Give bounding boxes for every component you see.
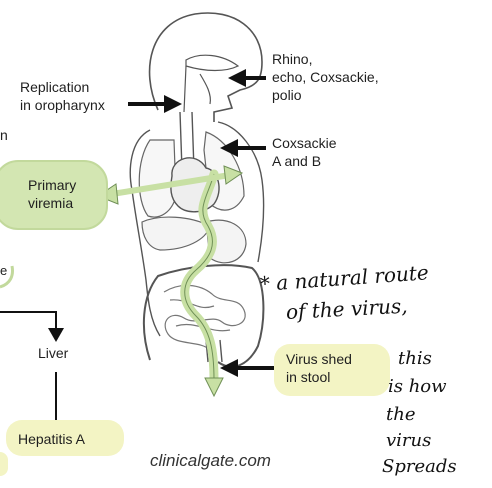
partial-label-e: e bbox=[0, 263, 8, 278]
stomach bbox=[205, 219, 247, 264]
stool-pointer-arrowhead bbox=[220, 359, 238, 377]
annotation-spreads: Spreads bbox=[382, 456, 457, 477]
head-outline bbox=[148, 12, 263, 122]
liver-label: Liver bbox=[38, 345, 69, 361]
stool-arrowhead bbox=[204, 377, 224, 398]
viremia-arrow-shaft bbox=[111, 171, 237, 197]
primary-viremia-label: Primary viremia bbox=[28, 177, 77, 211]
liver-flow-arrowhead bbox=[48, 328, 64, 342]
partial-curve-mark bbox=[0, 265, 14, 289]
liver-organ bbox=[141, 216, 211, 251]
watermark-text: clinicalgate.com bbox=[150, 451, 271, 470]
hepatitis-highlight bbox=[6, 420, 124, 456]
colon bbox=[142, 264, 265, 368]
viremia-arrow-right bbox=[223, 165, 244, 185]
liver-flow-line bbox=[0, 311, 57, 330]
hepatitis-label: Hepatitis A bbox=[18, 431, 85, 447]
virus-route-outline bbox=[184, 173, 215, 381]
nasal-cavity bbox=[185, 54, 240, 72]
annotation-is-how: is how bbox=[388, 376, 447, 397]
torso-outline bbox=[129, 121, 265, 337]
replication-arrowhead bbox=[164, 95, 182, 113]
rhino-label: Rhino, echo, Coxsackie, polio bbox=[272, 51, 379, 103]
coxsackie-arrowhead bbox=[220, 139, 238, 157]
annotation-the: the bbox=[386, 404, 416, 425]
replication-label: Replication in oropharynx bbox=[20, 79, 105, 113]
primary-viremia-pill bbox=[0, 160, 108, 230]
virus-shed-label: Virus shed in stool bbox=[286, 351, 352, 385]
virus-shed-highlight bbox=[274, 344, 390, 396]
rhino-arrowhead bbox=[228, 69, 246, 87]
partial-label-n: n bbox=[0, 127, 8, 143]
left-edge-highlight bbox=[0, 452, 8, 476]
small-intestine bbox=[163, 284, 246, 351]
annotation-virus: virus bbox=[386, 430, 432, 451]
left-lung bbox=[138, 139, 177, 218]
coxsackie-label: Coxsackie A and B bbox=[272, 135, 337, 169]
oropharynx bbox=[183, 65, 211, 113]
annotation-this: this bbox=[398, 348, 432, 369]
